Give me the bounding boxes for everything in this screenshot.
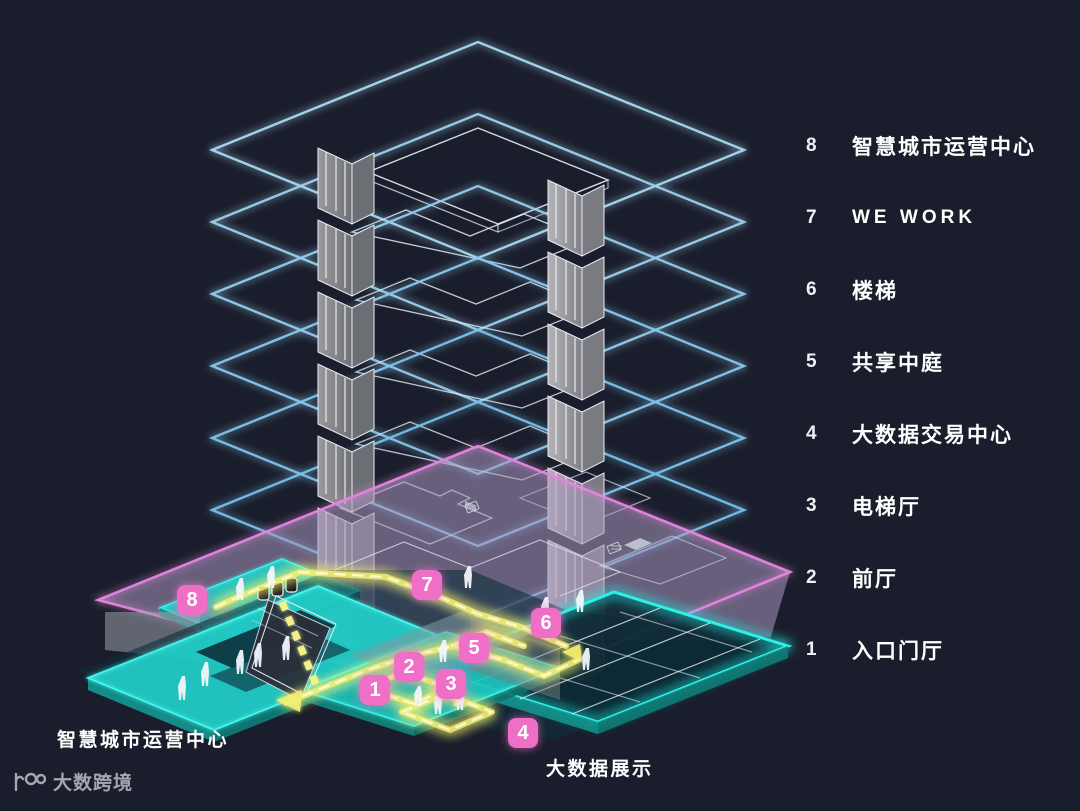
furniture-glyphs bbox=[464, 500, 622, 555]
legend-number: 6 bbox=[806, 279, 818, 300]
legend-label: 入口门厅 bbox=[852, 640, 944, 663]
caption-right: 大数据展示 bbox=[546, 759, 654, 780]
badge-6[interactable]: 6 bbox=[531, 608, 561, 638]
legend-number: 4 bbox=[806, 423, 818, 444]
floor-slab-7 bbox=[208, 112, 748, 332]
badge-7[interactable]: 7 bbox=[412, 570, 442, 600]
badge-5[interactable]: 5 bbox=[459, 633, 489, 663]
badge-8[interactable]: 8 bbox=[177, 585, 207, 615]
circulation-paths-dash bbox=[214, 570, 580, 732]
legend-row-3[interactable]: 3 电梯厅 bbox=[806, 470, 1076, 542]
legend-row-4[interactable]: 4 大数据交易中心 bbox=[806, 398, 1076, 470]
badge-1[interactable]: 1 bbox=[360, 675, 390, 705]
legend-label: 大数据交易中心 bbox=[852, 424, 1013, 447]
floor-plan-6 bbox=[353, 277, 594, 337]
legend-number: 2 bbox=[806, 567, 818, 588]
legend-row-5[interactable]: 5 共享中庭 bbox=[806, 326, 1076, 398]
floor-slab-6 bbox=[208, 184, 748, 404]
caption-left: 智慧城市运营中心 bbox=[57, 730, 230, 751]
human-figures bbox=[178, 566, 590, 714]
legend-row-8[interactable]: 8 智慧城市运营中心 bbox=[806, 110, 1076, 182]
legend-row-7[interactable]: 7 WE WORK bbox=[806, 182, 1076, 254]
legend-label: 共享中庭 bbox=[852, 352, 944, 375]
legend-label: 楼梯 bbox=[852, 280, 898, 303]
legend-row-6[interactable]: 6 楼梯 bbox=[806, 254, 1076, 326]
legend-label: 前厅 bbox=[852, 568, 898, 591]
legend-number: 5 bbox=[806, 351, 818, 372]
entry-gates bbox=[257, 577, 298, 601]
legend-number: 7 bbox=[806, 207, 818, 228]
floor-slab-5 bbox=[208, 256, 748, 476]
floor-legend: 8 智慧城市运营中心 7 WE WORK 6 楼梯 5 共享中庭 4 大数据交易… bbox=[806, 110, 1076, 686]
floor-plan-5 bbox=[353, 349, 594, 409]
legend-label: WE WORK bbox=[852, 207, 977, 228]
legend-label: 电梯厅 bbox=[852, 496, 921, 519]
floor-plan-7 bbox=[349, 209, 590, 269]
legend-number: 1 bbox=[806, 639, 818, 660]
badge-2[interactable]: 2 bbox=[394, 652, 424, 682]
brand-logo-icon bbox=[12, 771, 47, 793]
floor-slab-8 bbox=[208, 40, 748, 260]
legend-number: 8 bbox=[806, 135, 818, 156]
legend-row-1[interactable]: 1 入口门厅 bbox=[806, 614, 1076, 686]
watermark-text: 大数跨境 bbox=[53, 773, 134, 794]
legend-number: 3 bbox=[806, 495, 818, 516]
badge-3[interactable]: 3 bbox=[436, 669, 466, 699]
legend-row-2[interactable]: 2 前厅 bbox=[806, 542, 1076, 614]
legend-label: 智慧城市运营中心 bbox=[852, 136, 1036, 159]
badge-4[interactable]: 4 bbox=[508, 718, 538, 748]
watermark: 大数跨境 bbox=[12, 768, 133, 795]
